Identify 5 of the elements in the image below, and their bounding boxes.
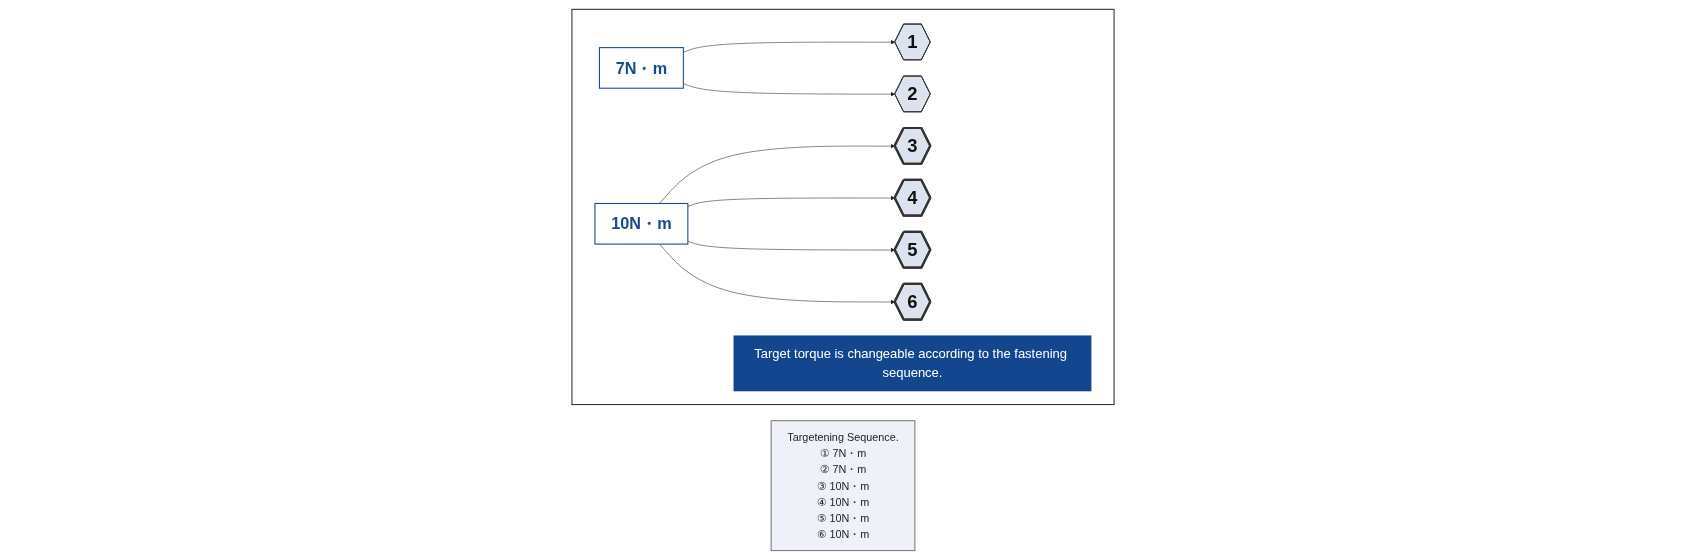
cluster [571,8,1115,405]
node-box: Target torque is changeable according to the fastening sequence. [733,335,1092,391]
node-box: 10N・m [594,202,689,245]
node-box: 7N・m [598,46,684,89]
node-box: Targetening Sequence. ① 7N・m ② 7N・m ③ 10N・m ④ 10N・m ⑤ 10N・m ⑥ 10N・m [770,419,916,551]
